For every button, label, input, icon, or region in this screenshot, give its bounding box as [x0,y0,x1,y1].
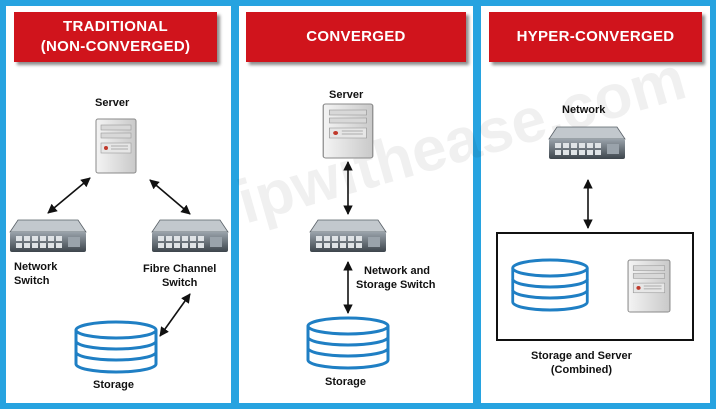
label-storage-traditional: Storage [93,379,134,391]
label-combined-line2: (Combined) [550,364,612,376]
title-traditional-line2: (NON-CONVERGED) [40,38,191,55]
title-converged: CONVERGED [246,12,466,62]
storage-icon [306,316,390,370]
label-storage-converged: Storage [325,376,366,388]
server-icon [627,259,671,313]
label-combined: Storage and Server (Combined) [531,349,632,377]
label-switch-line2: Storage Switch [356,279,436,291]
storage-icon [511,258,589,312]
title-hyperconverged-text: HYPER-CONVERGED [516,28,675,45]
title-traditional: TRADITIONAL (NON-CONVERGED) [14,12,217,62]
label-network-switch: Network Switch [14,260,57,288]
label-fc-switch-line1: Fibre Channel [143,263,217,275]
network-storage-switch-icon [309,219,387,252]
label-switch-line1: Network and [364,265,431,277]
panel-hyperconverged [481,6,710,403]
server-icon [95,118,137,174]
server-icon [322,103,374,159]
label-fc-switch-line2: Switch [161,277,198,289]
label-fibre-channel-switch: Fibre Channel Switch [143,262,216,290]
label-network-storage-switch: Network and Storage Switch [356,264,435,292]
title-traditional-line1: TRADITIONAL [63,18,168,35]
fibre-channel-switch-icon [151,219,229,252]
label-server-converged: Server [329,89,364,101]
label-network-switch-line1: Network [14,261,58,273]
label-network-switch-line2: Switch [14,275,50,287]
label-combined-line1: Storage and Server [531,350,632,362]
network-switch-icon [548,126,626,159]
label-network-hyperconverged: Network [562,104,606,116]
network-switch-icon [9,219,87,252]
label-server-traditional: Server [95,97,130,109]
title-hyperconverged: HYPER-CONVERGED [489,12,702,62]
title-converged-text: CONVERGED [306,28,406,45]
storage-icon [74,320,158,374]
